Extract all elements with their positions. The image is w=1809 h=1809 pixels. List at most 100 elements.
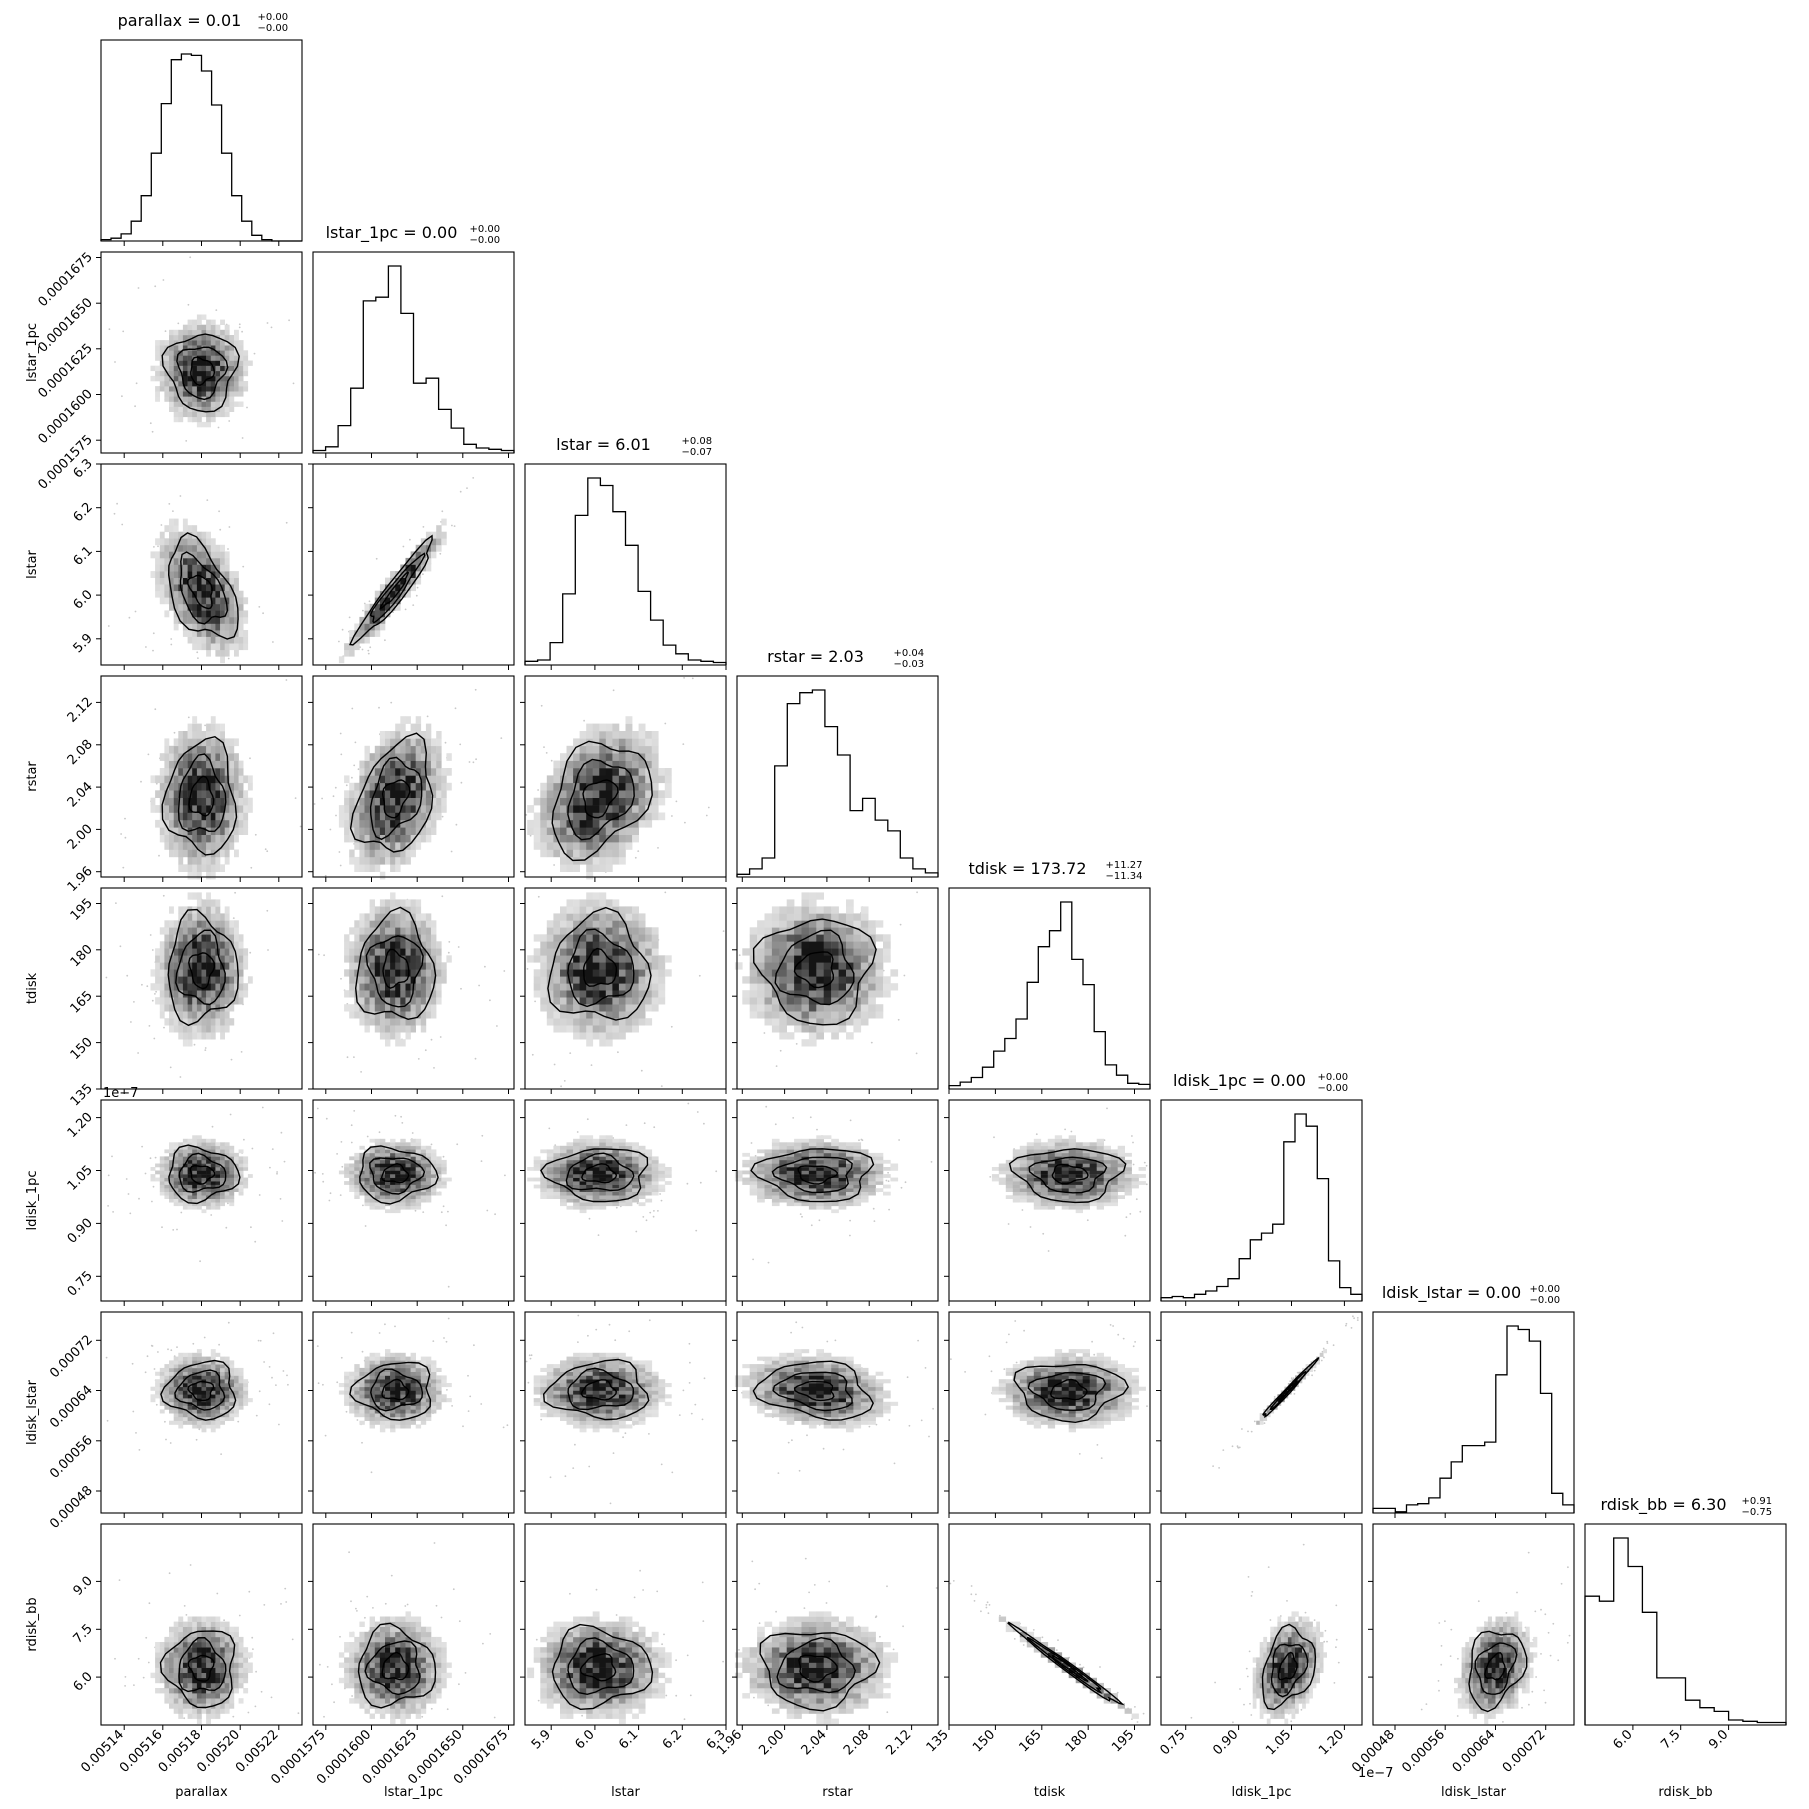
density-cell	[390, 782, 396, 791]
density-cell	[206, 391, 211, 397]
density-cell	[638, 1018, 646, 1026]
density-cell	[238, 623, 244, 631]
density-cell	[395, 819, 401, 828]
density-cell	[592, 1191, 600, 1196]
density-cell	[645, 941, 653, 949]
density-cell	[206, 350, 211, 356]
density-cell	[860, 962, 869, 970]
density-cell	[234, 350, 239, 356]
density-cell	[853, 1004, 862, 1012]
density-cell	[173, 1025, 179, 1033]
density-cell	[169, 577, 174, 585]
density-cell	[169, 969, 174, 977]
density-cell	[247, 797, 253, 806]
density-cell	[431, 544, 437, 552]
density-cell	[159, 768, 165, 776]
density-cell	[229, 805, 235, 813]
density-cell	[645, 1149, 653, 1154]
sample-point	[218, 510, 221, 513]
density-cell	[215, 1149, 221, 1154]
density-cell	[436, 976, 442, 984]
density-cell	[638, 1004, 646, 1012]
density-cell	[210, 745, 216, 754]
density-cell	[546, 842, 554, 850]
density-cell	[164, 391, 170, 397]
density-cell	[238, 345, 244, 351]
density-cell	[159, 370, 165, 377]
density-cell	[415, 1170, 422, 1175]
density-cell	[546, 934, 554, 942]
density-cell	[599, 842, 607, 850]
density-cell	[605, 969, 613, 977]
density-cell	[560, 805, 567, 813]
density-cell	[431, 738, 437, 747]
density-cell	[150, 551, 156, 559]
sample-point	[246, 406, 248, 409]
density-cell	[651, 738, 659, 747]
density-cell	[238, 775, 244, 784]
density-cell	[155, 969, 160, 977]
density-cell	[210, 1167, 216, 1171]
density-cell	[566, 1004, 574, 1012]
density-cell	[173, 805, 179, 813]
sample-point	[321, 1173, 324, 1175]
density-cell	[400, 738, 406, 747]
density-cell	[364, 745, 370, 754]
sample-point	[354, 741, 357, 744]
density-cell	[390, 941, 396, 949]
density-cell	[853, 948, 862, 956]
density-cell	[808, 976, 817, 984]
density-cell	[173, 1011, 179, 1019]
density-cell	[247, 1174, 253, 1178]
density-cell	[566, 941, 574, 949]
density-cell	[201, 842, 207, 850]
density-cell	[573, 1156, 580, 1161]
density-cell	[224, 406, 230, 412]
density-cell	[420, 969, 427, 977]
density-cell	[415, 913, 422, 921]
density-cell	[182, 768, 188, 776]
density-cell	[206, 401, 211, 407]
density-cell	[579, 1152, 587, 1157]
density-cell	[238, 827, 244, 835]
density-cell	[173, 990, 179, 998]
density-cell	[405, 760, 411, 769]
density-cell	[192, 1032, 198, 1040]
density-cell	[625, 1174, 633, 1178]
density-cell	[573, 1167, 580, 1171]
density-cell	[592, 1170, 600, 1175]
density-cell	[425, 1181, 432, 1185]
density-cell	[173, 1188, 179, 1192]
density-cell	[206, 557, 211, 565]
density-cell	[215, 1184, 221, 1189]
density-cell	[875, 920, 884, 928]
sample-point	[775, 1065, 778, 1067]
density-cell	[846, 941, 854, 949]
density-cell	[369, 1011, 375, 1019]
density-cell	[359, 805, 365, 813]
density-cell	[831, 962, 839, 970]
density-cell	[229, 1174, 235, 1178]
density-cell	[415, 1202, 422, 1207]
sample-point	[765, 1105, 768, 1108]
density-cell	[786, 899, 795, 907]
density-cell	[238, 1181, 244, 1185]
density-cell	[546, 812, 554, 821]
density-cell	[155, 391, 160, 397]
sample-point	[163, 1026, 165, 1029]
sample-point	[285, 521, 288, 524]
err-minus-lstar_1pc: −0.00	[470, 235, 501, 246]
density-cell	[379, 1145, 386, 1150]
sample-point	[537, 895, 540, 898]
sample-point	[269, 1166, 271, 1169]
density-cell	[566, 899, 574, 907]
density-cell	[592, 812, 600, 821]
density-cell	[764, 934, 773, 942]
density-cell	[605, 864, 613, 872]
density-cell	[618, 1149, 626, 1154]
density-cell	[178, 1174, 184, 1178]
density-cell	[220, 1025, 225, 1033]
density-cell	[196, 1195, 202, 1199]
density-cell	[206, 962, 211, 970]
sample-point	[375, 557, 378, 560]
